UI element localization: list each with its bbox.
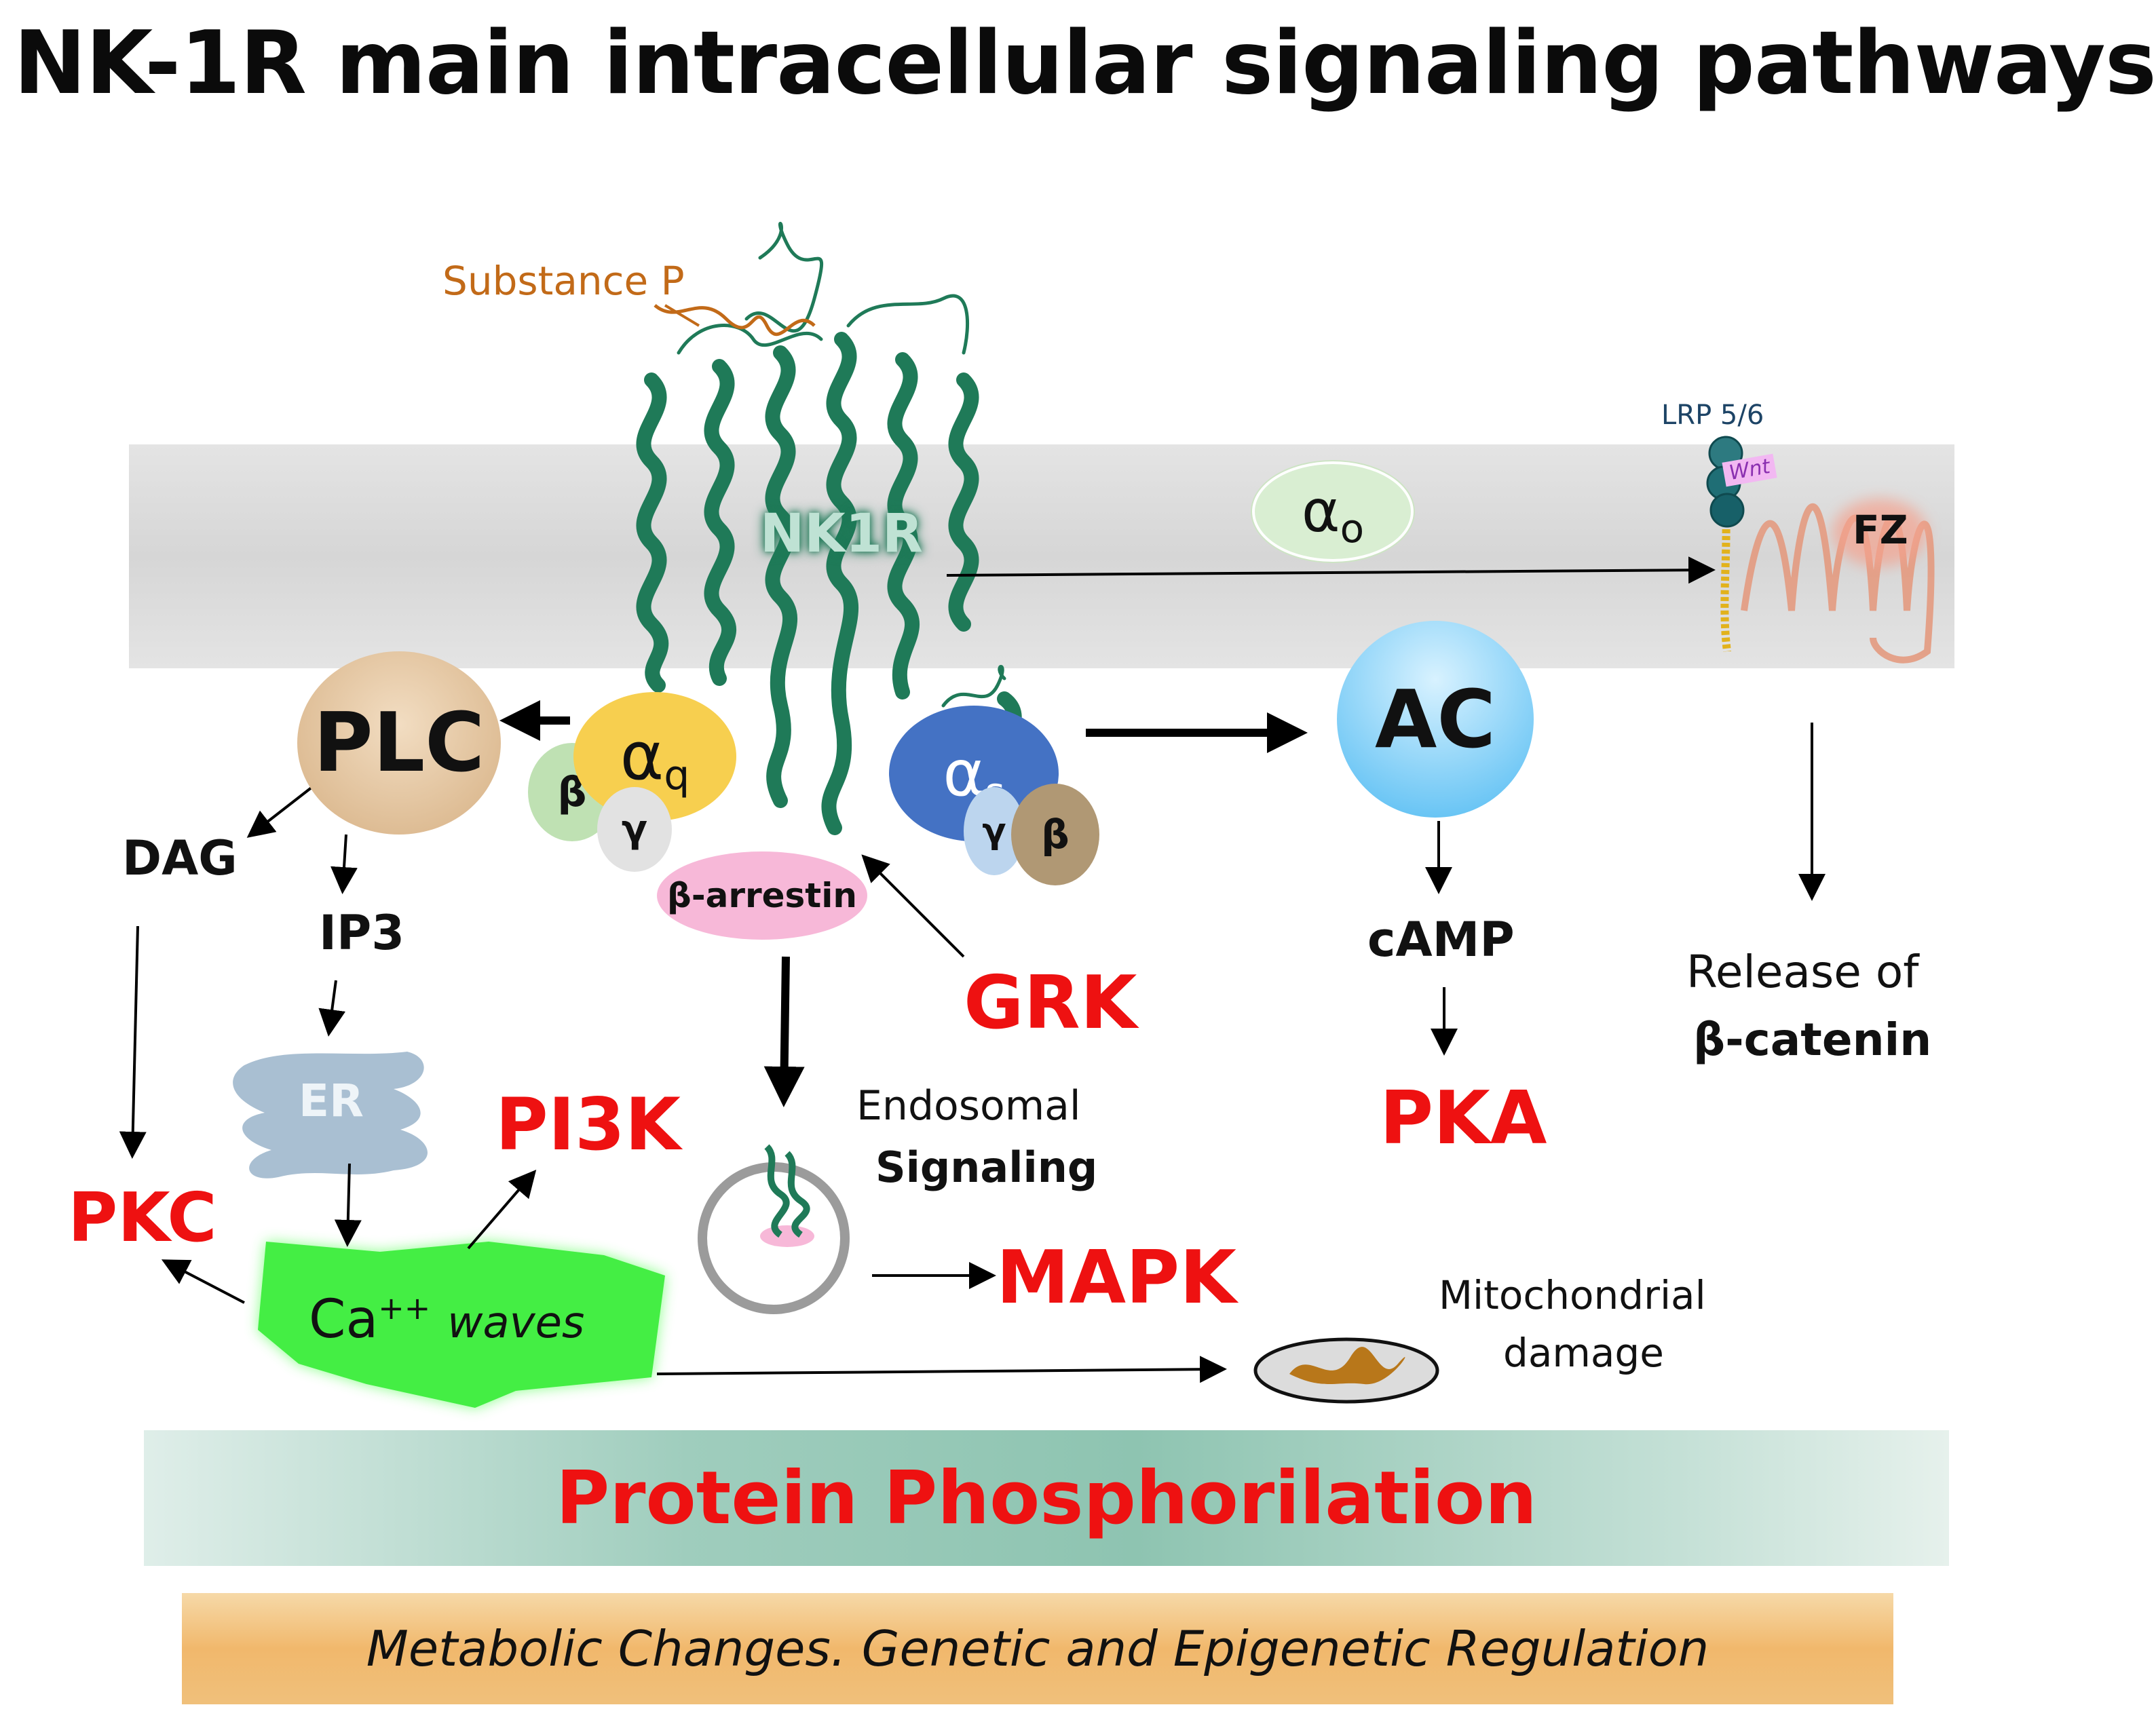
lrp-label: LRP 5/6 (1661, 400, 1764, 431)
nk1r-label: NK1R (760, 503, 924, 564)
beta-s-subunit: β (1011, 784, 1099, 885)
mitochondrion (1253, 1337, 1439, 1404)
gamma-q-subunit: γ (597, 787, 672, 872)
pkc-label: PKC (68, 1178, 217, 1257)
alpha-o-subscript: o (1340, 505, 1365, 552)
er-organelle (233, 1052, 428, 1179)
endosomal-label: Endosomal (856, 1082, 1081, 1130)
protein-phosphorylation-label: Protein Phosphorilation (556, 1455, 1537, 1541)
beta-arrestin: β-arrestin (657, 851, 867, 940)
ac-label: AC (1375, 672, 1496, 766)
gamma-s-label: γ (982, 811, 1006, 851)
damage-label: damage (1503, 1330, 1664, 1376)
substance-p-peptide (654, 304, 816, 337)
pi3k-label: PI3K (495, 1083, 681, 1166)
beta-arrestin-label: β-arrestin (667, 876, 857, 915)
endosome (698, 1144, 850, 1314)
beta-s-label: β (1041, 811, 1070, 858)
gamma-q-label: γ (621, 807, 648, 851)
cell-membrane (129, 444, 1954, 668)
metabolic-changes-bar: Metabolic Changes. Genetic and Epigeneti… (182, 1593, 1893, 1704)
waves-text: waves (447, 1298, 585, 1348)
ip3-label: IP3 (319, 905, 405, 961)
diagram-title: NK-1R main intracellular signaling pathw… (14, 13, 2156, 114)
release-of-label: Release of (1686, 946, 1919, 998)
protein-phosphorylation-bar: Protein Phosphorilation (144, 1430, 1949, 1566)
pka-label: PKA (1380, 1076, 1547, 1161)
alpha-q-symbol: α (620, 718, 664, 795)
fz-label: FZ (1853, 507, 1908, 553)
grk-label: GRK (964, 961, 1137, 1046)
ca-waves-shape (258, 1242, 665, 1408)
ca-text: Ca (309, 1289, 379, 1350)
signaling-label: Signaling (875, 1143, 1098, 1192)
substance-p-label: Substance P (442, 258, 685, 304)
ac-enzyme: AC (1337, 621, 1534, 818)
ca-superscript: ++ (378, 1290, 431, 1326)
plc-label: PLC (313, 695, 485, 790)
er-label: ER (299, 1075, 364, 1127)
camp-label: cAMP (1367, 912, 1515, 968)
dag-label: DAG (122, 830, 238, 886)
plc-enzyme: PLC (297, 651, 501, 835)
metabolic-changes-label: Metabolic Changes. Genetic and Epigeneti… (366, 1620, 1709, 1677)
beta-catenin-label: β-catenin (1693, 1014, 1932, 1066)
alpha-q-subscript: q (664, 751, 690, 799)
ca-waves-label: Ca++ waves (309, 1292, 584, 1346)
alpha-o-symbol: α (1301, 478, 1340, 545)
mapk-label: MAPK (996, 1235, 1236, 1320)
mitochondrial-label: Mitochondrial (1439, 1272, 1706, 1318)
